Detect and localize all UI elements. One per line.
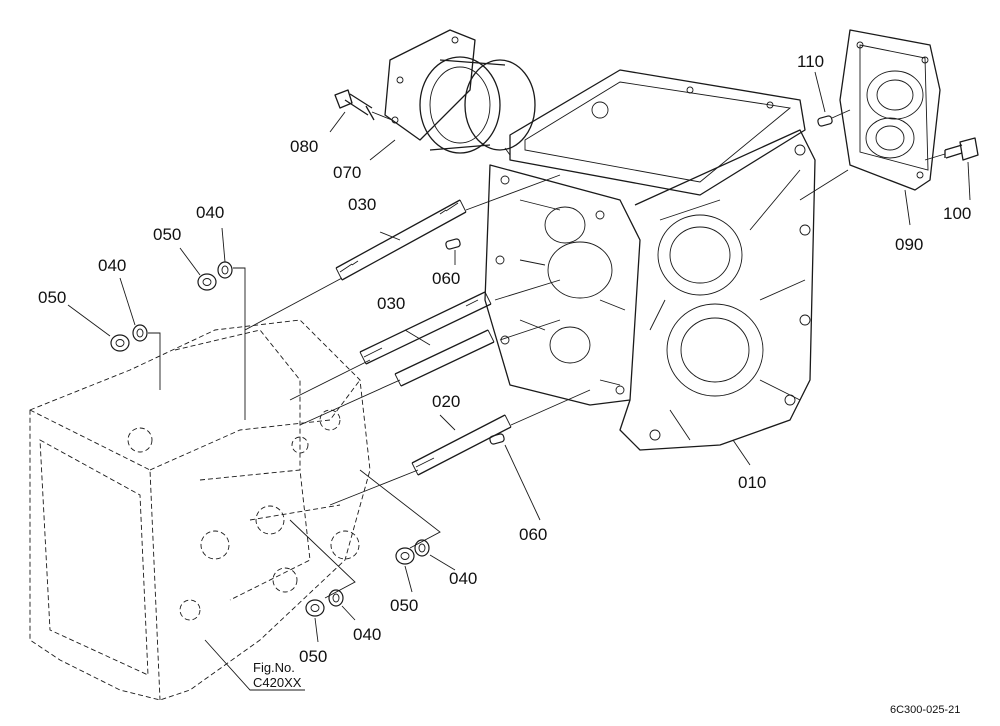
nut-050-c bbox=[395, 547, 415, 565]
label-050-a: 050 bbox=[153, 225, 181, 244]
label-070: 070 bbox=[333, 163, 361, 182]
label-050-b: 050 bbox=[38, 288, 66, 307]
drawing-code: 6C300-025-21 bbox=[890, 704, 960, 716]
transmission-case-010 bbox=[484, 69, 816, 451]
label-090: 090 bbox=[895, 235, 923, 254]
reference-housing-dashed bbox=[29, 319, 371, 701]
label-050-d: 050 bbox=[299, 647, 327, 666]
callout-leaders bbox=[67, 71, 971, 691]
fig-no-value: C420XX bbox=[253, 675, 302, 690]
label-020: 020 bbox=[432, 392, 460, 411]
nut-050-b bbox=[110, 334, 130, 352]
nut-050-a bbox=[197, 273, 217, 291]
label-010: 010 bbox=[738, 473, 766, 492]
label-110: 110 bbox=[797, 52, 824, 71]
washer-040-a bbox=[217, 261, 233, 279]
washer-040-b bbox=[132, 324, 148, 342]
label-050-c: 050 bbox=[390, 596, 418, 615]
label-060-lower: 060 bbox=[519, 525, 547, 544]
label-080: 080 bbox=[290, 137, 318, 156]
dowel-pin-060-lower bbox=[489, 433, 505, 445]
bearing-holder-070 bbox=[384, 29, 536, 154]
label-040-c: 040 bbox=[449, 569, 477, 588]
assembly-lines bbox=[148, 109, 946, 599]
rear-cover-090 bbox=[839, 29, 941, 191]
stud-bolt-030-upper bbox=[335, 199, 467, 281]
stud-bolt-020-upper bbox=[394, 329, 495, 387]
bolt-080 bbox=[334, 89, 375, 121]
washer-040-c bbox=[414, 539, 430, 557]
fig-no-label: Fig.No. bbox=[253, 660, 295, 675]
label-030-upper: 030 bbox=[348, 195, 376, 214]
nut-050-d bbox=[305, 599, 325, 617]
dowel-pin-110 bbox=[817, 115, 833, 127]
dowel-pin-060-upper bbox=[445, 238, 461, 250]
label-100: 100 bbox=[943, 204, 971, 223]
label-040-a: 040 bbox=[196, 203, 224, 222]
stud-bolt-030-lower bbox=[359, 291, 492, 365]
bolt-100 bbox=[944, 137, 979, 161]
label-030-lower: 030 bbox=[377, 294, 405, 313]
label-040-d: 040 bbox=[353, 625, 381, 644]
stud-bolt-020-lower bbox=[411, 414, 512, 476]
label-040-b: 040 bbox=[98, 256, 126, 275]
label-060-upper: 060 bbox=[432, 269, 460, 288]
